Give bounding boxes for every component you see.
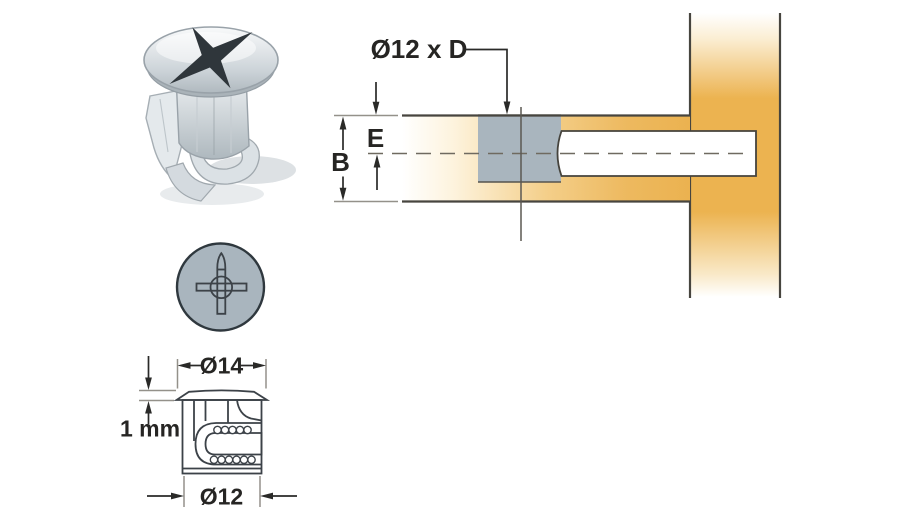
dimension-body-diameter: Ø12 [147, 476, 297, 510]
cam-wing-detail [159, 98, 169, 153]
rim-arrowhead-up [145, 401, 152, 414]
dimension-b: B [331, 116, 350, 201]
product-photo [143, 26, 296, 205]
body-contour [236, 399, 262, 422]
b-arrowhead-down [339, 187, 347, 201]
cam-claw-outline [194, 422, 262, 466]
e-arrowhead-up [373, 154, 381, 168]
e-label: E [367, 123, 384, 153]
flange-arrowhead-left [177, 362, 191, 369]
cross-slot-horizontal [195, 282, 248, 292]
bolt-slot [204, 432, 263, 456]
fitting-hole [478, 116, 561, 182]
b-label: B [331, 147, 350, 177]
flange-arrowhead-right [253, 362, 266, 369]
cross-section-diagram: Ø12 x D E B [331, 13, 782, 298]
flange-diameter-label: Ø14 [200, 353, 244, 379]
dimension-hole-callout: Ø12 x D [371, 34, 511, 115]
fitting-top-disc [175, 242, 266, 332]
flange-height-label: 1 mm [120, 416, 180, 442]
dimension-e: E [367, 82, 384, 190]
b-arrowhead-up [339, 116, 347, 130]
dimension-flange-diameter: Ø14 [176, 353, 267, 389]
rim-arrowhead-down [145, 377, 152, 390]
phillips-recess [169, 27, 253, 89]
body-arrowhead-right [171, 492, 184, 500]
callout-arrowhead [503, 101, 511, 115]
cross-slot-vertical [216, 251, 227, 315]
side-view-drawing: Ø14 1 mm [120, 353, 297, 510]
e-arrowhead-down [372, 101, 380, 115]
body-arrowhead-left [260, 492, 273, 500]
fitting-flange [173, 389, 271, 401]
cross-center-circle [209, 275, 234, 300]
top-view-drawing [175, 242, 266, 332]
dimension-flange-height: 1 mm [120, 356, 180, 442]
callout-leader-line [466, 48, 508, 103]
body-diameter-label: Ø12 [200, 484, 243, 510]
serration-beads-lower [209, 455, 256, 465]
hole-callout-label: Ø12 x D [371, 34, 468, 64]
cam-claw-tip [165, 162, 217, 202]
serration-beads-upper [213, 425, 252, 435]
